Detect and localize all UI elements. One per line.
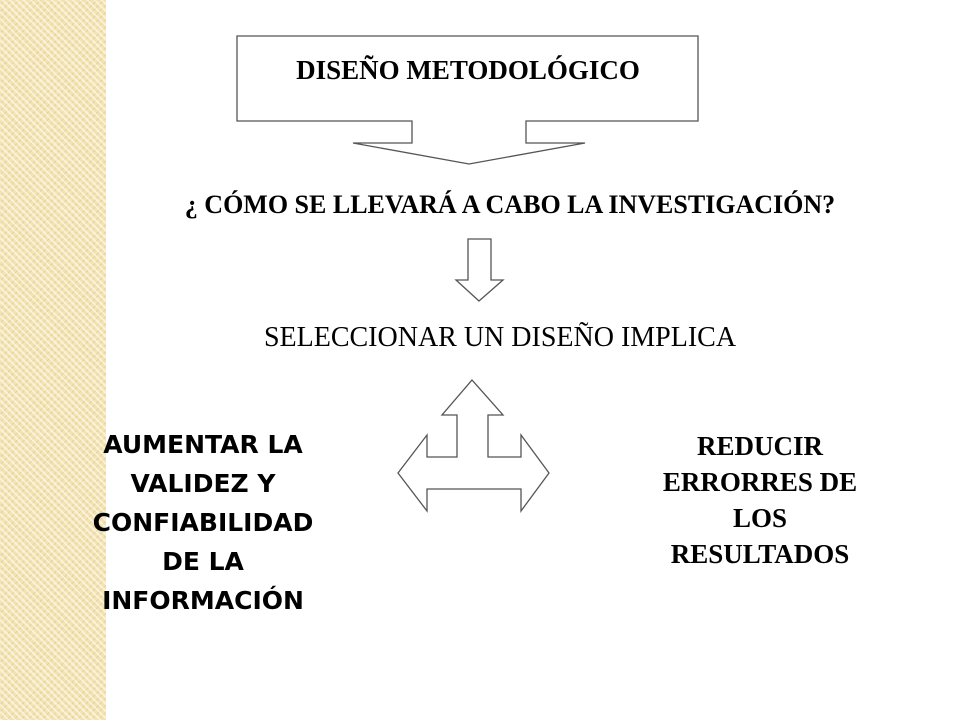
goal-reduce-errors: REDUCIR ERRORRES DE LOS RESULTADOS [662,431,858,569]
research-question: ¿ CÓMO SE LLEVARÁ A CABO LA INVESTIGACIÓ… [184,190,836,219]
decorative-side-stripe [0,0,106,720]
goal-increase-validity: AUMENTAR LA VALIDEZ Y CONFIABILIDAD DE L… [92,430,314,615]
design-implies-label: SELECCIONAR UN DISEÑO IMPLICA [263,322,737,353]
down-arrow-icon [454,238,505,302]
three-way-arrow-icon [397,379,550,513]
diagram-title: DISEÑO METODOLÓGICO [296,55,640,85]
title-callout-box [236,35,699,165]
